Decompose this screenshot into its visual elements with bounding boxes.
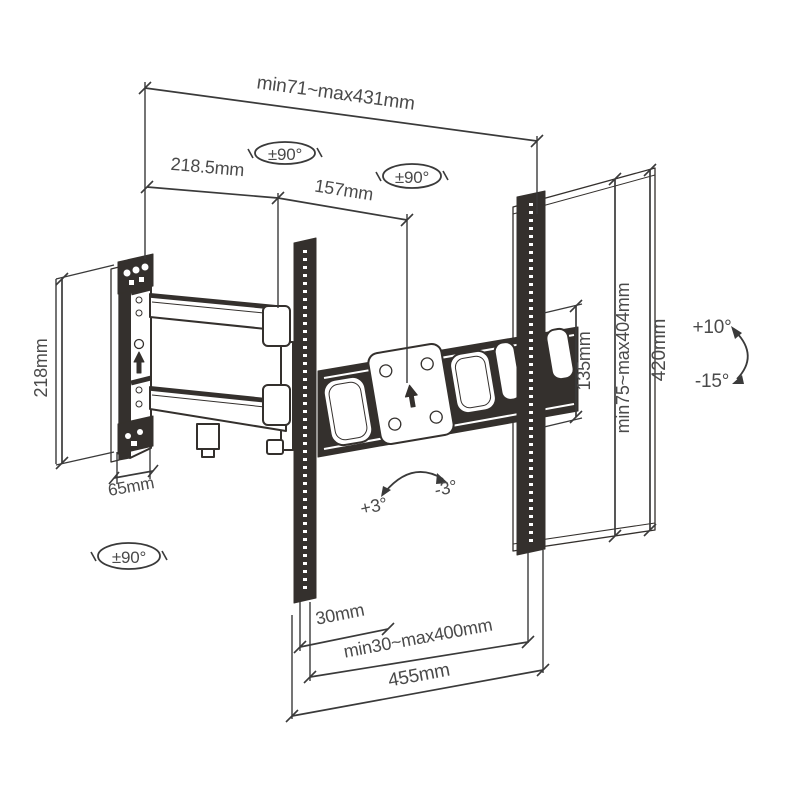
joint-foot bbox=[266, 439, 284, 455]
crossbar-cutout-2 bbox=[449, 349, 497, 415]
swivel-label-3: ±90° bbox=[112, 548, 146, 567]
plate-height-label: 218mm bbox=[31, 338, 51, 397]
level-adjust-symbol: +3° -3° bbox=[358, 471, 459, 519]
dim-elbow-to-vesa bbox=[277, 197, 408, 221]
screw-icon bbox=[137, 429, 143, 435]
swivel-label-1: ±90° bbox=[268, 145, 302, 164]
crossbar-width-label: 455mm bbox=[386, 660, 451, 692]
dim-crossbar-width bbox=[291, 669, 544, 717]
screw-icon bbox=[141, 263, 149, 271]
dim-plate-depth bbox=[113, 470, 154, 479]
upper-arm-joint bbox=[262, 305, 291, 347]
screw-icon bbox=[123, 269, 131, 277]
tilt-down-label: -15° bbox=[695, 371, 729, 392]
articulating-arms bbox=[149, 293, 294, 458]
dimension-lines bbox=[61, 87, 651, 717]
bracket-inner-label: 135mm bbox=[574, 331, 594, 390]
wall-plate bbox=[110, 253, 154, 463]
vesa-hole bbox=[429, 410, 443, 424]
dim-vesa-horizontal bbox=[309, 641, 529, 678]
hinge-pin-icon bbox=[135, 296, 143, 304]
top-span-label: min71~max431mm bbox=[255, 72, 416, 114]
level-minus-label: -3° bbox=[433, 476, 459, 500]
wall-plate-bottom-bracket bbox=[117, 415, 154, 455]
keyhole-icon bbox=[133, 338, 145, 350]
vesa-hole bbox=[420, 357, 434, 371]
extension-lines bbox=[55, 82, 583, 719]
tilt-symbol: +10° -15° bbox=[692, 317, 749, 392]
dimension-ticks bbox=[55, 81, 657, 723]
lower-arm-joint bbox=[262, 384, 291, 426]
crossbar bbox=[317, 326, 579, 458]
right-tv-rail bbox=[516, 190, 546, 556]
tv-panel bbox=[512, 167, 656, 552]
dim-top-span bbox=[144, 87, 538, 142]
hinge-pin-icon bbox=[135, 400, 143, 408]
hinge-pin-icon bbox=[135, 386, 143, 394]
hinge-pin-icon bbox=[135, 309, 143, 317]
elbow-to-vesa-label: 157mm bbox=[313, 176, 374, 205]
vesa-hole bbox=[388, 417, 402, 431]
left-tv-rail bbox=[293, 237, 317, 604]
bracket-height-label: 420mm bbox=[649, 319, 670, 381]
plate-to-elbow-label: 218.5mm bbox=[170, 154, 245, 180]
rail-offset-label: 30mm bbox=[314, 600, 366, 629]
swivel-label-2: ±90° bbox=[395, 168, 429, 187]
swivel-symbol-top-right: ±90° bbox=[375, 163, 449, 189]
crossbar-cutout-1 bbox=[322, 375, 374, 447]
screw-icon bbox=[125, 433, 131, 439]
tilt-up-label: +10° bbox=[692, 317, 731, 338]
level-plus-label: +3° bbox=[358, 494, 389, 519]
vesa-hole bbox=[379, 364, 393, 378]
vesa-plate bbox=[367, 343, 455, 445]
cable-clip bbox=[196, 423, 220, 450]
crossbar-cutout-4 bbox=[545, 327, 575, 381]
swivel-symbol-top-left: ±90° bbox=[247, 141, 323, 165]
screw-icon bbox=[132, 266, 140, 274]
vesa-vertical-label: min75~max404mm bbox=[613, 283, 633, 434]
swivel-symbol-bottom-left: ±90° bbox=[90, 542, 168, 570]
dim-plate-to-elbow bbox=[146, 186, 279, 199]
vesa-horizontal-label: min30~max400mm bbox=[342, 615, 494, 662]
dim-rail-offset bbox=[299, 628, 389, 648]
